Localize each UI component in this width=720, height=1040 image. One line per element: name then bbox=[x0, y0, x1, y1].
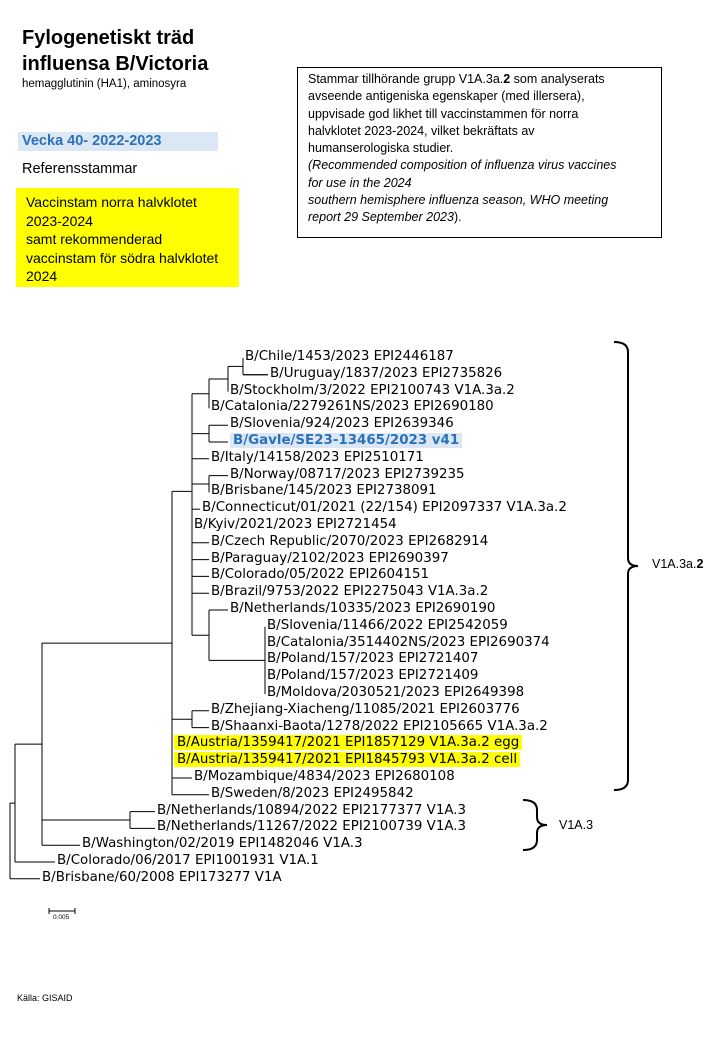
clade-label-v1a3: V1A.3 bbox=[559, 818, 594, 832]
leaf-label: B/Netherlands/10894/2022 EPI2177377 V1A.… bbox=[157, 802, 467, 818]
leaf-label: B/Colorado/06/2017 EPI1001931 V1A.1 bbox=[57, 853, 319, 868]
leaf-label: B/Netherlands/10335/2023 EPI2690190 bbox=[230, 601, 496, 616]
clade-bracket-v1a3 bbox=[522, 799, 548, 851]
note-line: report 29 September 2023). bbox=[308, 209, 661, 226]
leaf-label: B/Paraguay/2102/2023 EPI2690397 bbox=[211, 550, 449, 566]
leaf-label: B/Connecticut/01/2021 (22/154) EPI209733… bbox=[202, 500, 567, 516]
leaf-label: B/Austria/1359417/2021 EPI1857129 V1A.3a… bbox=[174, 735, 523, 751]
leaf-label: B/Netherlands/11267/2022 EPI2100739 V1A.… bbox=[157, 819, 467, 835]
note-text: Stammar tillhörande grupp V1A.3a. bbox=[308, 72, 504, 86]
leaf-label: B/Italy/14158/2023 EPI2510171 bbox=[211, 449, 424, 465]
leaf-label: B/Slovenia/924/2023 EPI2639346 bbox=[230, 416, 454, 432]
leaf-label: B/Poland/157/2023 EPI2721409 bbox=[267, 668, 479, 684]
leaf-label: B/Brazil/9753/2022 EPI2275043 V1A.3a.2 bbox=[211, 584, 489, 600]
vaccine-strain-legend: Vaccinstam norra halvklotet 2023-2024 sa… bbox=[16, 188, 239, 287]
leaf-label: B/Catalonia/2279261NS/2023 EPI2690180 bbox=[211, 399, 494, 415]
leaf-label: B/Zhejiang-Xiacheng/11085/2021 EPI260377… bbox=[211, 701, 520, 717]
note-bold: 2 bbox=[503, 72, 511, 86]
leaf-label: B/Austria/1359417/2021 EPI1845793 V1A.3a… bbox=[174, 752, 521, 768]
leaf-label: B/Mozambique/4834/2023 EPI2680108 bbox=[194, 769, 455, 784]
note-line: avseende antigeniska egenskaper (med ill… bbox=[308, 89, 585, 104]
leaf-label: B/Moldova/2030521/2023 EPI2649398 bbox=[267, 685, 525, 700]
source-note: Källa: GISAID bbox=[17, 993, 73, 1003]
note-line: halvklotet 2023-2024, vilket bekräftats … bbox=[308, 123, 535, 138]
note-line: uppvisade god likhet till vaccinstammen … bbox=[308, 106, 579, 121]
leaf-label: B/Poland/157/2023 EPI2721407 bbox=[267, 651, 479, 667]
note-line: humanserologiska studier. bbox=[308, 141, 454, 156]
page-title-line2: influensa B/Victoria bbox=[22, 53, 209, 75]
leaf-label: B/Colorado/05/2022 EPI2604151 bbox=[211, 567, 430, 583]
leaf-label: B/Gavle/SE23-13465/2023 v41 bbox=[230, 433, 463, 448]
page-subtitle: hemagglutinin (HA1), aminosyra bbox=[22, 78, 187, 90]
leaf-label: B/Norway/08717/2023 EPI2739235 bbox=[230, 466, 465, 482]
leaf-label: B/Kyiv/2021/2023 EPI2721454 bbox=[194, 517, 397, 532]
note-box: Stammar tillhörande grupp V1A.3a.2 som a… bbox=[297, 67, 662, 238]
page-title-line1: Fylogenetiskt träd bbox=[22, 27, 195, 49]
clade-label-bold: 2 bbox=[696, 557, 704, 571]
leaf-label: B/Uruguay/1837/2023 EPI2735826 bbox=[270, 365, 503, 381]
note-text: som analyserats bbox=[510, 72, 605, 86]
leaf-label: B/Chile/1453/2023 EPI2446187 bbox=[245, 349, 454, 364]
note-line: Stammar tillhörande grupp V1A.3a.2 som a… bbox=[308, 71, 661, 88]
vaccine-legend-line: samt rekommenderad bbox=[26, 231, 163, 248]
note-line: southern hemisphere influenza season, WH… bbox=[308, 193, 609, 208]
vaccine-legend-line: Vaccinstam norra halvklotet bbox=[26, 194, 197, 210]
reference-strains-label: Referensstammar bbox=[22, 161, 138, 177]
leaf-label: B/Stockholm/3/2022 EPI2100743 V1A.3a.2 bbox=[230, 382, 515, 398]
vaccine-legend-line: vaccinstam för södra halvklotet bbox=[26, 249, 219, 266]
vaccine-legend-line: 2024 bbox=[26, 268, 58, 285]
leaf-label: B/Slovenia/11466/2022 EPI2542059 bbox=[267, 617, 508, 633]
scale-bar-label: 0.005 bbox=[53, 914, 70, 921]
clade-bracket-v1a3a2 bbox=[613, 341, 639, 791]
week-highlight bbox=[18, 132, 218, 151]
note-text: report 29 September 2023 bbox=[308, 210, 454, 225]
leaf-label: B/Brisbane/145/2023 EPI2738091 bbox=[211, 483, 437, 499]
week-label: Vecka 40- 2022-2023 bbox=[22, 133, 162, 149]
note-line: for use in the 2024 bbox=[308, 175, 412, 190]
clade-label-v1a3a2: V1A.3a.2 bbox=[652, 557, 704, 571]
leaf-label: B/Brisbane/60/2008 EPI173277 V1A bbox=[42, 869, 282, 885]
leaf-label: B/Czech Republic/2070/2023 EPI2682914 bbox=[211, 533, 489, 549]
leaf-label: B/Catalonia/3514402NS/2023 EPI2690374 bbox=[267, 634, 550, 650]
leaf-label: B/Sweden/8/2023 EPI2495842 bbox=[211, 785, 414, 801]
leaf-label: B/Washington/02/2019 EPI1482046 V1A.3 bbox=[82, 836, 363, 852]
leaf-label: B/Shaanxi-Baota/1278/2022 EPI2105665 V1A… bbox=[211, 718, 548, 734]
note-text: ). bbox=[453, 210, 462, 225]
vaccine-legend-line: 2023-2024 bbox=[26, 212, 93, 229]
note-line: (Recommended composition of influenza vi… bbox=[308, 158, 617, 173]
